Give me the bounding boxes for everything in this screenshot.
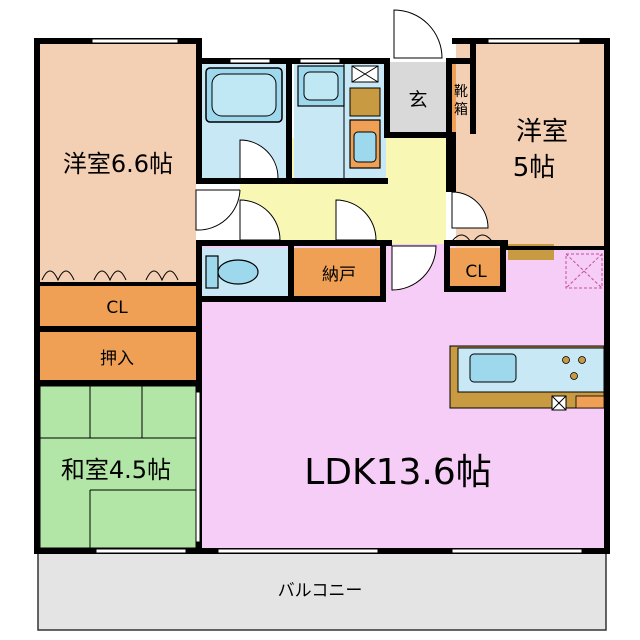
western-room-left [38,42,196,286]
tatami-lines [39,385,197,549]
japanese-room-label: 和室4.5帖 [61,456,171,484]
windows [91,38,583,554]
balcony [37,551,607,631]
kitchen-counter [449,345,605,411]
storage-box [349,65,381,117]
closet-right-label: CL [465,262,487,282]
entrance [390,62,448,134]
storage-nando [294,248,384,296]
balcony-label: バルコニー [278,581,363,601]
closet-left [38,286,196,326]
western-room-right-label-1: 洋室 [516,117,568,147]
ldk-label: LDK13.6帖 [304,452,492,493]
japanese-room [38,386,196,548]
oshiire-label: 押入 [100,349,134,369]
oshiire [38,332,196,380]
washing-machine [349,119,381,169]
closet-doors-left [41,270,179,282]
bathtub [205,67,283,123]
closet-left-label: CL [106,298,128,318]
shoe-box-label-2: 箱 [454,102,468,118]
shoe-box-label-1: 靴 [454,84,468,100]
closet-right [448,248,504,288]
western-room-left-label: 洋室6.6帖 [63,150,173,178]
western-room-right-label-2: 5帖 [513,153,556,183]
wash-basin [297,65,345,107]
door-swings [195,9,495,291]
toilet-fixture [205,255,259,289]
entrance-label: 玄 [408,89,427,111]
storage-label: 納戸 [322,265,356,285]
fridge-space [565,253,603,289]
